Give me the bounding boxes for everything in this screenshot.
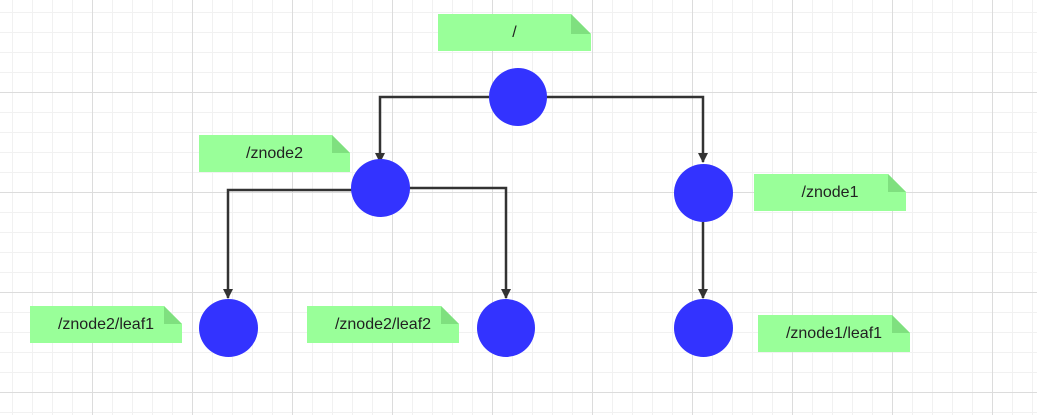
note-shape: [438, 14, 591, 51]
label-root: /: [438, 14, 591, 51]
edge-znode2-to-znode2-leaf2: [409, 186, 511, 299]
note-shape: [758, 315, 910, 352]
label-znode2-leaf1-text: /znode2/leaf1: [57, 315, 155, 333]
edge-root-to-znode2: [375, 95, 489, 163]
label-znode2-leaf1: /znode2/leaf1: [30, 306, 182, 343]
note-shape: [307, 306, 459, 343]
edge-root-to-znode1: [546, 95, 708, 163]
label-znode2-text: /znode2: [246, 144, 303, 162]
node-znode1[interactable]: [674, 164, 733, 222]
note-shape: [30, 306, 182, 343]
node-znode2[interactable]: [351, 159, 410, 217]
note-shape: [754, 174, 906, 211]
label-root-text: /: [512, 23, 517, 41]
edge-znode2-to-znode2-leaf1: [223, 188, 352, 299]
label-znode2-leaf2: /znode2/leaf2: [307, 306, 459, 343]
label-znode2: /znode2: [199, 135, 350, 172]
label-znode1-text: /znode1: [801, 183, 859, 201]
node-znode2-leaf2[interactable]: [477, 299, 535, 357]
node-root[interactable]: [489, 68, 547, 126]
note-shape: [199, 135, 350, 172]
label-znode1: /znode1: [754, 174, 906, 211]
label-znode1-leaf1: /znode1/leaf1: [758, 315, 910, 352]
node-znode2-leaf1[interactable]: [199, 299, 258, 357]
label-znode1-leaf1-text: /znode1/leaf1: [785, 324, 883, 342]
label-znode2-leaf2-text: /znode2/leaf2: [334, 315, 432, 333]
node-znode1-leaf1[interactable]: [674, 299, 733, 357]
